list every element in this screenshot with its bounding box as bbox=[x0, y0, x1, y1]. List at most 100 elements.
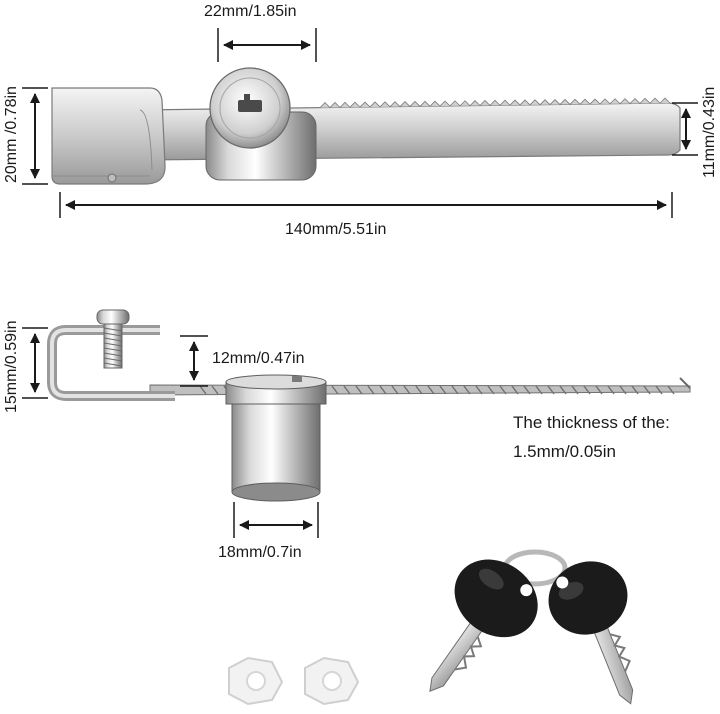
twist-mark bbox=[427, 385, 435, 395]
twist-mark bbox=[487, 385, 495, 395]
ratchet-tooth bbox=[319, 102, 331, 108]
screw-thread bbox=[103, 327, 123, 332]
washer bbox=[304, 656, 360, 706]
twist-mark bbox=[583, 385, 591, 395]
twist-mark bbox=[595, 385, 603, 395]
ratchet-tooth bbox=[439, 100, 451, 107]
twist-mark bbox=[619, 385, 627, 395]
twist-mark bbox=[463, 385, 471, 395]
twist-mark bbox=[643, 385, 651, 395]
dim-bar-end-height bbox=[672, 102, 698, 156]
twist-mark bbox=[499, 385, 507, 395]
keys bbox=[429, 549, 634, 705]
twist-mark bbox=[391, 385, 399, 395]
ratchet-teeth bbox=[319, 97, 671, 108]
ratchet-tooth bbox=[629, 97, 641, 104]
ratchet-tooth bbox=[649, 97, 661, 104]
ratchet-tooth bbox=[479, 99, 491, 106]
twist-mark bbox=[211, 385, 219, 395]
twist-mark bbox=[355, 385, 363, 395]
ratchet-tooth bbox=[589, 98, 601, 105]
twist-mark bbox=[475, 385, 483, 395]
twist-mark bbox=[451, 385, 459, 395]
ratchet-tooth bbox=[389, 101, 401, 107]
twist-mark bbox=[559, 385, 567, 395]
ratchet-tooth bbox=[379, 101, 391, 108]
label-bar-height: 20mm /0.78in bbox=[3, 86, 20, 183]
ratchet-tooth bbox=[569, 98, 581, 105]
screw-thread bbox=[103, 362, 123, 367]
ratchet-tooth bbox=[409, 100, 421, 107]
washers bbox=[228, 656, 360, 706]
twist-mark bbox=[367, 385, 375, 395]
ratchet-tooth bbox=[489, 99, 501, 106]
label-cylinder-diameter: 18mm/0.7in bbox=[218, 544, 302, 561]
screw-thread bbox=[103, 347, 123, 352]
twist-mark bbox=[343, 385, 351, 395]
twist-mark bbox=[547, 385, 555, 395]
screw-thread bbox=[103, 352, 123, 357]
twist-mark bbox=[511, 385, 519, 395]
twist-mark bbox=[571, 385, 579, 395]
ratchet-tooth bbox=[609, 98, 621, 105]
label-clamp-height: 15mm/0.59in bbox=[3, 320, 20, 414]
lock-top-view bbox=[51, 67, 681, 185]
dim-lock-width bbox=[217, 28, 317, 62]
ratchet-tooth bbox=[549, 98, 561, 105]
dim-bar-length bbox=[59, 192, 673, 218]
thickness-note-line1: The thickness of the: bbox=[513, 413, 670, 432]
u-clamp-top bbox=[51, 87, 166, 185]
ratchet-tooth bbox=[619, 98, 631, 104]
ratchet-tooth bbox=[349, 101, 361, 108]
dim-clamp-height bbox=[22, 327, 48, 399]
washer bbox=[228, 656, 284, 706]
twist-mark bbox=[331, 385, 339, 395]
lock-head bbox=[205, 67, 317, 181]
screw-thread bbox=[103, 357, 123, 362]
twist-mark bbox=[607, 385, 615, 395]
twist-mark bbox=[523, 385, 531, 395]
label-bar-end-height: 11mm/0.43in bbox=[701, 86, 718, 178]
twist-mark bbox=[415, 385, 423, 395]
screw-thread bbox=[103, 337, 123, 342]
ratchet-tooth bbox=[359, 101, 371, 108]
ratchet-tooth bbox=[459, 100, 471, 107]
ratchet-tooth bbox=[539, 99, 551, 105]
ratchet-tooth bbox=[429, 100, 441, 107]
twist-mark bbox=[439, 385, 447, 395]
ratchet-tooth bbox=[499, 99, 511, 106]
label-clamp-inner-height: 12mm/0.47in bbox=[212, 350, 305, 367]
key-icon bbox=[548, 561, 634, 705]
label-lock-width: 22mm/1.85in bbox=[204, 3, 297, 20]
ratchet-tooth bbox=[639, 97, 651, 104]
dim-cylinder-diameter bbox=[233, 502, 319, 538]
side-cylinder bbox=[225, 374, 327, 502]
screw bbox=[96, 309, 130, 369]
ratchet-tooth bbox=[529, 99, 541, 106]
ratchet-tooth bbox=[399, 100, 411, 107]
dim-bar-height bbox=[22, 87, 48, 185]
ratchet-tooth bbox=[329, 101, 341, 108]
twist-mark bbox=[631, 385, 639, 395]
lock-side-view bbox=[47, 309, 691, 502]
ratchet-tooth bbox=[579, 98, 591, 105]
twist-mark bbox=[199, 385, 207, 395]
ratchet-tooth bbox=[369, 101, 381, 108]
label-bar-length: 140mm/5.51in bbox=[285, 221, 387, 238]
twist-mark bbox=[535, 385, 543, 395]
dim-clamp-inner-height bbox=[180, 335, 208, 387]
ratchet-tooth bbox=[339, 101, 351, 108]
twist-mark bbox=[655, 385, 663, 395]
ratchet-tooth bbox=[469, 100, 481, 106]
ratchet-tooth bbox=[449, 100, 461, 107]
twist-mark bbox=[403, 385, 411, 395]
ratchet-tooth bbox=[519, 99, 531, 106]
key-icon bbox=[429, 559, 538, 692]
ratchet-tooth bbox=[509, 99, 521, 106]
ratchet-tooth bbox=[599, 98, 611, 105]
ratchet-tooth bbox=[659, 97, 671, 104]
screw-thread bbox=[103, 342, 123, 347]
twist-mark bbox=[379, 385, 387, 395]
screw-thread bbox=[103, 332, 123, 337]
